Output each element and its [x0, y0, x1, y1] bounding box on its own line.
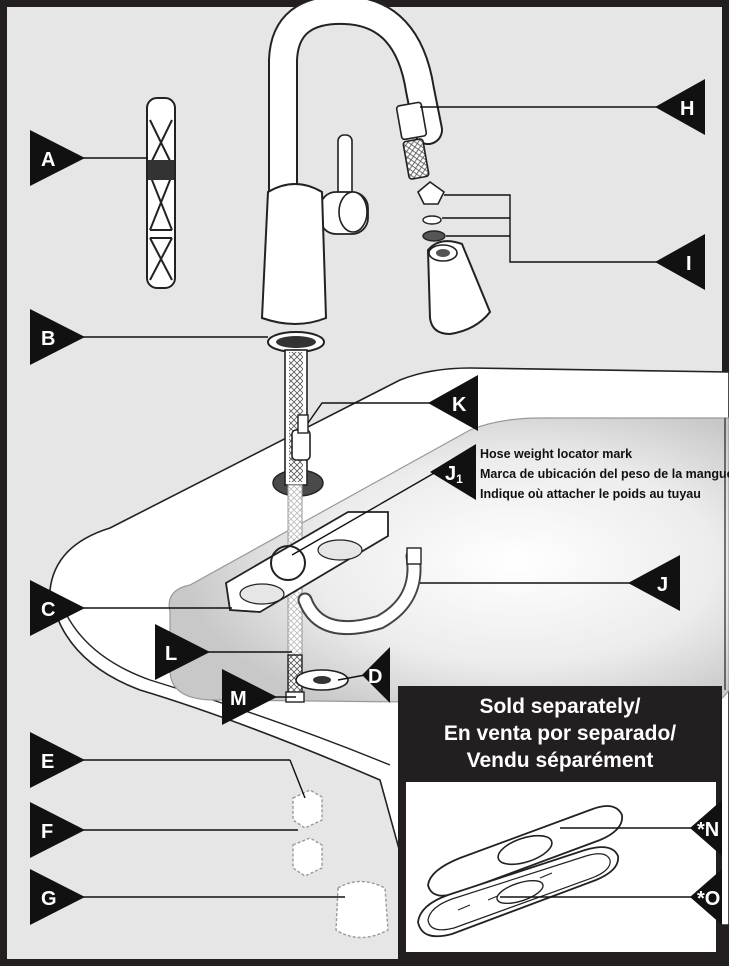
- callout-h-label: H: [680, 98, 694, 120]
- callout-k: K: [428, 375, 478, 431]
- callout-b-label: B: [41, 328, 55, 350]
- nut-part-e: [292, 789, 323, 829]
- sold-separately-line2: En venta por separado/: [444, 722, 676, 745]
- callout-f: F: [30, 802, 85, 858]
- hose-note-es: Marca de ubicación del peso de la mangue…: [480, 467, 729, 481]
- callout-a: A: [30, 130, 85, 186]
- spray-head-part-i: [417, 180, 492, 336]
- callout-m-label: M: [230, 688, 247, 710]
- hose-clip-part-d: [295, 669, 349, 691]
- sold-separately-line1: Sold separately/: [479, 695, 640, 718]
- callout-o-label: *O: [697, 888, 720, 910]
- callout-d: D: [362, 647, 390, 703]
- hose-weight-locator-note: Hose weight locator mark Marca de ubicac…: [480, 447, 729, 501]
- callout-f-label: F: [41, 821, 53, 843]
- nut-part-g: [335, 880, 389, 939]
- callout-g-label: G: [41, 888, 57, 910]
- callout-c-label: C: [41, 599, 55, 621]
- hose-note-fr: Indique où attacher le poids au tuyau: [480, 487, 701, 501]
- callout-m: M: [222, 669, 277, 725]
- callout-l-label: L: [165, 643, 177, 665]
- sold-separately-box: Sold separately/ En venta por separado/ …: [398, 686, 722, 959]
- callout-j: J: [628, 555, 680, 611]
- callout-n: *N: [690, 800, 722, 856]
- hose-weight-part-a: [146, 97, 176, 289]
- callout-a-label: A: [41, 149, 55, 171]
- callout-l: L: [155, 624, 210, 680]
- callout-j-label: J: [657, 574, 668, 596]
- callout-g: G: [30, 869, 85, 925]
- callout-b: B: [30, 309, 85, 365]
- callout-e-label: E: [41, 751, 54, 773]
- callout-n-label: *N: [697, 819, 719, 841]
- callout-d-label: D: [368, 666, 382, 688]
- mounting-bracket-part-c: [225, 511, 389, 613]
- callout-j1: J1: [430, 444, 476, 500]
- nut-part-f: [292, 837, 323, 877]
- callout-i: I: [655, 234, 705, 290]
- callout-j1-label: J1: [445, 463, 463, 486]
- callout-i-label: I: [686, 253, 692, 275]
- callout-h: H: [655, 79, 705, 135]
- faucet-body: [260, 0, 443, 703]
- leader-lines: [75, 106, 660, 898]
- callout-k-label: K: [452, 394, 467, 416]
- supply-hose-part-j: [297, 547, 422, 636]
- callout-o: *O: [690, 869, 722, 925]
- sold-separately-line3: Vendu séparément: [467, 749, 654, 772]
- callout-c: C: [30, 580, 85, 636]
- hose-note-en: Hose weight locator mark: [480, 447, 632, 461]
- callout-e: E: [30, 732, 85, 788]
